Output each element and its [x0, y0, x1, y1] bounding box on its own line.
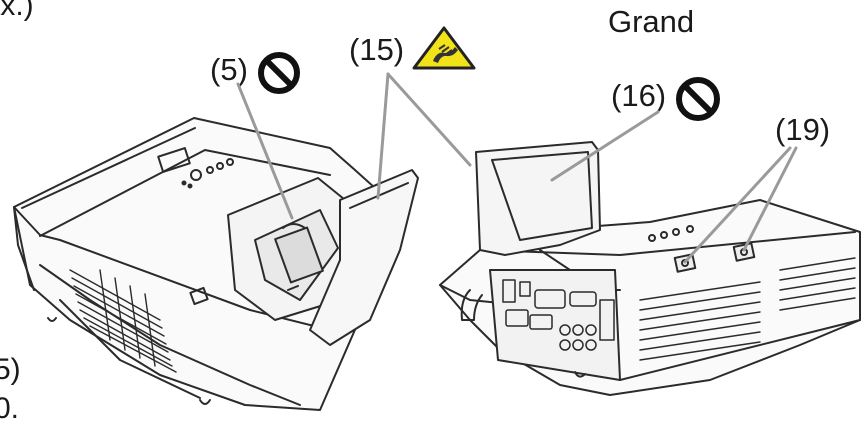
leader-lines — [236, 72, 798, 264]
grand-label: Grand — [608, 4, 695, 39]
cropped-text-top-left: tx.) — [0, 0, 34, 22]
callout-16-label: (16) — [611, 78, 667, 113]
callout-5-label: (5) — [210, 52, 248, 87]
callout-19-label: (19) — [775, 112, 831, 147]
prohibition-icon — [676, 77, 720, 121]
callout-15-label: (15) — [349, 32, 405, 67]
prohibition-icon — [258, 52, 300, 94]
cropped-text-bottom-left-1: 5) — [0, 353, 21, 386]
hot-surface-warning-icon — [412, 26, 476, 70]
left-projector — [13, 117, 419, 411]
cropped-text-bottom-left-2: 0. — [0, 392, 20, 425]
right-projector — [439, 141, 861, 396]
